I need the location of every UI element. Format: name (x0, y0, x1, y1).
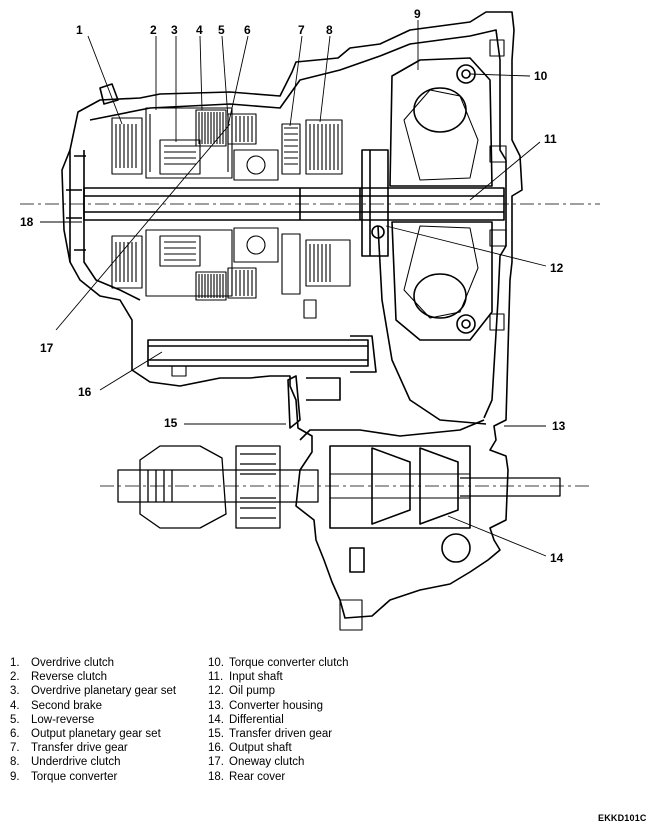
rear-cover (61, 83, 119, 263)
legend-item: 10. Torque converter clutch (208, 656, 349, 670)
legend-label: Torque converter (31, 770, 118, 783)
callout-8: 8 (326, 23, 333, 37)
legend-label: Transfer drive gear (31, 742, 128, 755)
legend-label: Overdrive clutch (31, 657, 115, 669)
input-shaft (83, 187, 505, 221)
callout-3: 3 (171, 23, 178, 37)
transfer-drive-gear (281, 123, 301, 295)
differential (329, 445, 471, 573)
legend-number: 3. (10, 685, 20, 698)
callout-18: 18 (20, 215, 34, 229)
leader-lines (40, 20, 547, 557)
callout-9: 9 (414, 7, 421, 21)
drive-shaft-boot (117, 445, 561, 529)
legend-label: Second brake (31, 699, 102, 712)
legend-number: 6. (10, 728, 20, 741)
legend-item: 11. Input shaft (208, 670, 349, 684)
transaxle-cross-section-drawing (20, 11, 600, 631)
legend-number: 10. (208, 657, 224, 669)
legend-label: Differential (229, 713, 284, 726)
underdrive-clutch (305, 119, 351, 287)
overdrive-planetary-gear-set (159, 139, 201, 267)
second-brake (195, 109, 227, 301)
callout-15: 15 (164, 416, 178, 430)
legend-item: 2. Reverse clutch (10, 670, 176, 684)
overdrive-clutch-pack (111, 117, 143, 289)
legend-number: 16. (208, 742, 224, 755)
callout-16: 16 (78, 385, 92, 399)
legend-label: Reverse clutch (31, 671, 108, 684)
callout-14: 14 (550, 551, 564, 565)
legend-item: 16. Output shaft (208, 741, 349, 755)
legend-label: Converter housing (229, 699, 323, 712)
legend-item: 7. Transfer drive gear (10, 741, 176, 755)
output-planetary-gear-set (233, 149, 279, 263)
low-reverse-brake (227, 113, 257, 299)
callout-13: 13 (552, 419, 566, 433)
bolts (171, 39, 507, 631)
legend-label: Output shaft (229, 742, 292, 755)
legend-item: 6. Output planetary gear set (10, 727, 176, 741)
legend-number: 17. (208, 756, 224, 769)
legend-item: 4. Second brake (10, 699, 176, 713)
callout-10: 10 (534, 69, 548, 83)
legend-item: 9. Torque converter (10, 770, 176, 784)
callout-6: 6 (244, 23, 251, 37)
legend-item: 5. Low-reverse (10, 713, 176, 727)
legend-item: 8. Underdrive clutch (10, 755, 176, 769)
reverse-clutch (145, 107, 233, 297)
legend-label: Input shaft (229, 671, 283, 684)
callout-5: 5 (218, 23, 225, 37)
converter-housing (377, 225, 487, 425)
oil-pump (361, 149, 389, 257)
figure-code: EKKD101C (598, 813, 647, 823)
output-shaft (147, 335, 377, 373)
legend-label: Underdrive clutch (31, 756, 121, 769)
legend-number: 7. (10, 742, 20, 755)
torque-converter (389, 57, 493, 341)
legend-label: Rear cover (229, 770, 286, 783)
legend-number: 12. (208, 685, 224, 698)
callout-12: 12 (550, 261, 564, 275)
legend-item: 1. Overdrive clutch (10, 656, 176, 670)
legend-label: Oneway clutch (229, 756, 305, 769)
legend-item: 18. Rear cover (208, 770, 349, 784)
legend-number: 5. (10, 713, 20, 726)
legend-item: 14. Differential (208, 713, 349, 727)
callout-4: 4 (196, 23, 203, 37)
transaxle-case (69, 11, 523, 619)
legend-item: 3. Overdrive planetary gear set (10, 684, 176, 698)
callout-1: 1 (76, 23, 83, 37)
legend-number: 9. (10, 770, 20, 783)
legend-item: 15. Transfer driven gear (208, 727, 349, 741)
legend-number: 13. (208, 699, 224, 712)
callout-2: 2 (150, 23, 157, 37)
legend-number: 11. (208, 671, 224, 684)
legend-item: 13. Converter housing (208, 699, 349, 713)
callout-7: 7 (298, 23, 305, 37)
legend-number: 4. (10, 699, 20, 712)
legend-number: 2. (10, 671, 20, 684)
legend-number: 18. (208, 770, 224, 783)
legend-item: 12. Oil pump (208, 684, 349, 698)
legend-label: Overdrive planetary gear set (31, 685, 177, 698)
callout-17: 17 (40, 341, 54, 355)
legend-number: 15. (208, 728, 224, 741)
callout-11: 11 (544, 132, 557, 146)
legend-left-column: 1. Overdrive clutch 2. Reverse clutch 3. Ov… (10, 656, 176, 784)
legend-item: 17. Oneway clutch (208, 755, 349, 769)
legend-number: 8. (10, 756, 20, 769)
legend-number: 1. (10, 657, 20, 669)
legend-label: Output planetary gear set (31, 728, 161, 741)
legend-number: 14. (208, 713, 224, 726)
legend-label: Oil pump (229, 685, 276, 698)
legend-label: Transfer driven gear (229, 728, 333, 741)
legend-label: Torque converter clutch (229, 657, 349, 669)
legend-right-column: 10. Torque converter clutch 11. Input shaf… (208, 656, 349, 784)
transfer-driven-gear (287, 375, 341, 429)
legend-label: Low-reverse (31, 713, 95, 726)
